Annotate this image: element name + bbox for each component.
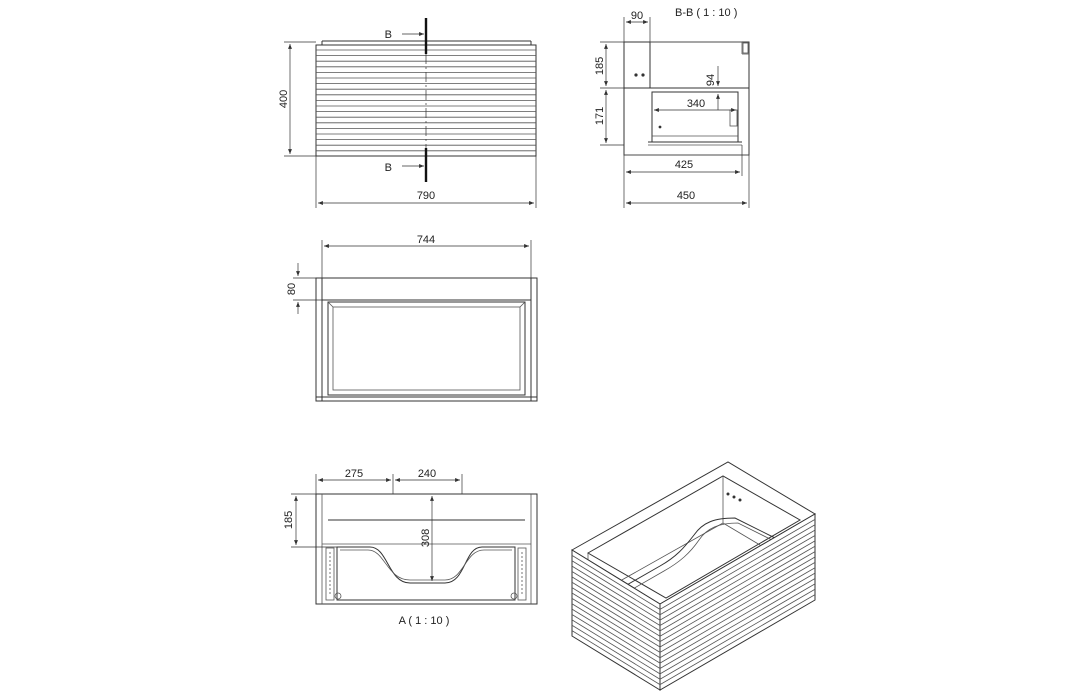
isometric-view bbox=[571, 461, 816, 691]
dim-425-label: 425 bbox=[675, 159, 693, 171]
slat-line bbox=[659, 583, 816, 675]
slat-line bbox=[571, 619, 661, 675]
slat-line bbox=[659, 594, 816, 685]
view-a: 275 240 308 185 A ( 1 : 10 ) bbox=[283, 468, 538, 627]
slat-line bbox=[659, 588, 816, 680]
dim-185-a-label: 185 bbox=[283, 511, 295, 529]
width-744-label: 744 bbox=[417, 234, 435, 246]
slat-line bbox=[659, 567, 816, 659]
dim-308-label: 308 bbox=[420, 529, 432, 547]
section-bb-title: B-B ( 1 : 10 ) bbox=[675, 7, 737, 19]
dim-185-bb-label: 185 bbox=[594, 57, 606, 75]
dim-340-label: 340 bbox=[687, 98, 705, 110]
dim-94-label: 94 bbox=[705, 74, 717, 86]
dim-275-label: 275 bbox=[345, 468, 363, 480]
slat-line bbox=[571, 624, 661, 680]
slat-line bbox=[659, 562, 816, 653]
slat-line bbox=[659, 545, 816, 637]
slat-line bbox=[571, 587, 661, 642]
dim-90-label: 90 bbox=[631, 10, 643, 22]
height-400-label: 400 bbox=[278, 90, 290, 108]
section-mark-top: B bbox=[385, 29, 392, 41]
slat-line bbox=[659, 529, 816, 621]
depth-80-label: 80 bbox=[286, 283, 298, 295]
slat-line bbox=[571, 592, 661, 648]
slat-line bbox=[571, 598, 661, 653]
slat-line bbox=[659, 551, 816, 642]
slat-line bbox=[571, 576, 661, 632]
slat-line bbox=[571, 608, 661, 664]
slat-line bbox=[571, 630, 661, 685]
dim-240-label: 240 bbox=[418, 468, 436, 480]
slat-line bbox=[659, 556, 816, 648]
slat-line bbox=[659, 524, 816, 616]
view-a-title: A ( 1 : 10 ) bbox=[399, 615, 450, 627]
top-view: 744 80 bbox=[286, 234, 538, 402]
isometric-slats bbox=[571, 519, 816, 685]
front-view: B B 400 790 bbox=[278, 18, 537, 208]
section-bb-view: B-B ( 1 : 10 ) 90 185 171 bbox=[594, 7, 750, 208]
slat-line bbox=[659, 540, 816, 632]
slat-line bbox=[571, 565, 661, 621]
slat-line bbox=[659, 535, 816, 626]
slat-line bbox=[571, 614, 661, 669]
slat-line bbox=[571, 560, 661, 616]
width-790-label: 790 bbox=[417, 190, 435, 202]
slat-line bbox=[659, 572, 816, 664]
slat-line bbox=[571, 571, 661, 626]
slat-line bbox=[571, 581, 661, 637]
slat-line bbox=[659, 578, 816, 669]
dim-450-label: 450 bbox=[677, 190, 695, 202]
slat-line bbox=[571, 555, 661, 610]
slat-line bbox=[659, 519, 816, 610]
dim-171-label: 171 bbox=[594, 107, 606, 125]
slat-line bbox=[571, 603, 661, 659]
section-mark-bottom: B bbox=[385, 162, 392, 174]
